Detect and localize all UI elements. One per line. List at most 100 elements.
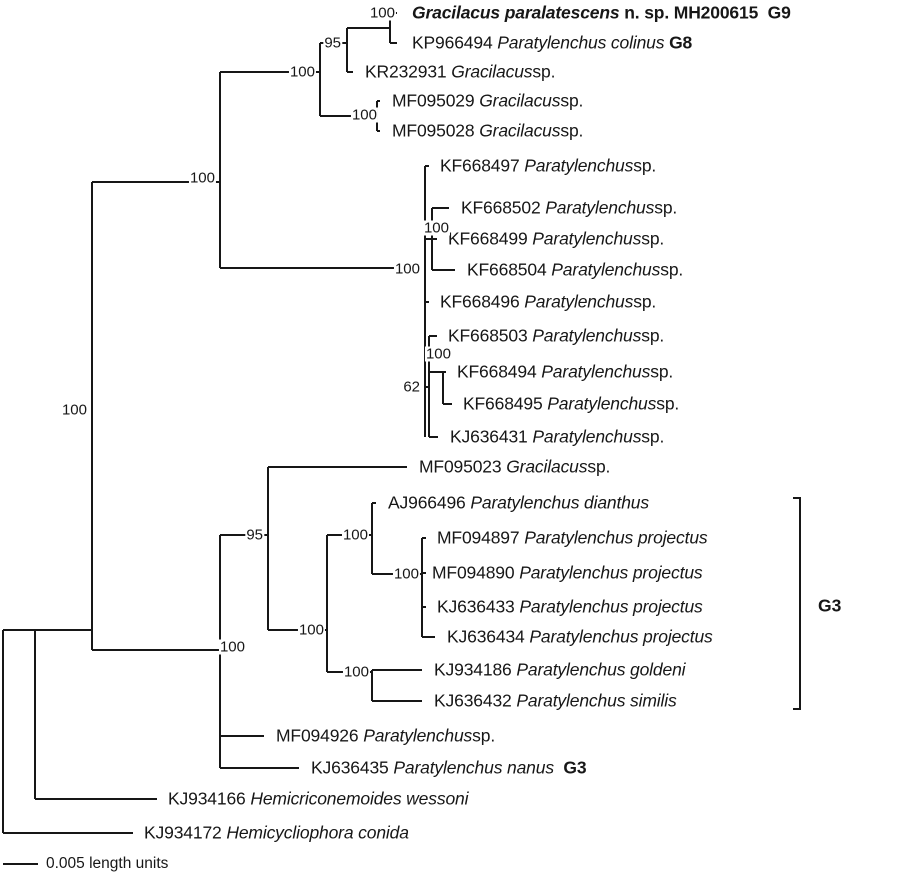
tip-suffix-KF668494: sp. xyxy=(650,361,674,382)
tip-label-KF668495: KF668495 Paratylenchussp. xyxy=(463,395,679,413)
tip-label-MF094926: MF094926 Paratylenchussp. xyxy=(276,727,495,745)
tip-accession-KF668495: KF668495 xyxy=(463,393,543,414)
tip-species-MF094890: Paratylenchus projectus xyxy=(519,562,703,583)
tip-accession-KF668504: KF668504 xyxy=(467,259,547,280)
tip-species-KR232931: Gracilacus xyxy=(451,61,533,82)
tip-accession-KF668502: KF668502 xyxy=(461,197,541,218)
tip-accession-KP966494: KP966494 xyxy=(412,32,493,53)
tip-suffix-KJ636431: sp. xyxy=(641,426,665,447)
tip-species-MF095028: Gracilacus xyxy=(479,120,561,141)
group-tag-G8: G8 xyxy=(669,32,693,53)
tip-label-MF095028: MF095028 Gracilacussp. xyxy=(392,122,583,140)
tip-label-KJ636432: KJ636432 Paratylenchus similis xyxy=(434,692,677,710)
tip-suffix-MF095028: sp. xyxy=(560,120,584,141)
tip-accession-KF668499: KF668499 xyxy=(448,228,528,249)
tip-species-KJ934186: Paratylenchus goldeni xyxy=(516,659,686,680)
bootstrap-value-95-lower: 95 xyxy=(245,526,264,544)
bracket-label-G3: G3 xyxy=(818,595,842,616)
bootstrap-value-100-lower-major: 100 xyxy=(218,638,246,656)
tip-accession-MF095028: MF095028 xyxy=(392,120,475,141)
tip-accession-KJ934172: KJ934172 xyxy=(144,822,222,843)
bootstrap-value-100-ingroup: 100 xyxy=(60,401,88,419)
tip-accession-MF094897: MF094897 xyxy=(437,527,520,548)
tip-species-KF668497: Paratylenchus xyxy=(524,155,634,176)
tip-species-KJ636431: Paratylenchus xyxy=(532,426,642,447)
tip-suffix-KF668503: sp. xyxy=(641,325,665,346)
bootstrap-value-100-gracilacus-clade: 100 xyxy=(288,63,316,81)
tip-species-KF668502: Paratylenchus xyxy=(545,197,655,218)
tip-label-KR232931: KR232931 Gracilacussp. xyxy=(365,63,555,81)
tip-label-KJ934186: KJ934186 Paratylenchus goldeni xyxy=(434,659,686,680)
tip-label-MF095029: MF095029 Gracilacussp. xyxy=(392,92,583,110)
tip-label-KJ636435: KJ636435 Paratylenchus nanus G3 xyxy=(311,757,587,778)
tip-species-MF095029: Gracilacus xyxy=(479,90,561,111)
tip-species-KF668494: Paratylenchus xyxy=(541,361,651,382)
tip-accession-MH200615: MH200615 xyxy=(673,2,759,23)
tip-accession-KJ636431: KJ636431 xyxy=(450,426,528,447)
tip-label-KJ636433: KJ636433 Paratylenchus projectus xyxy=(437,598,703,616)
tip-label-MF095023: MF095023 Gracilacussp. xyxy=(419,458,610,476)
tip-suffix-KF668499: sp. xyxy=(641,228,665,249)
tip-accession-KJ636432: KJ636432 xyxy=(434,690,512,711)
tip-species-KJ636435: Paratylenchus nanus xyxy=(393,757,554,778)
tip-label-KF668503: KF668503 Paratylenchussp. xyxy=(448,327,664,345)
group-tag-G3-nanus: G3 xyxy=(563,757,587,778)
tip-label-KF668496: KF668496 Paratylenchussp. xyxy=(440,293,656,311)
bootstrap-value-100-kf502-group: 100 xyxy=(422,219,450,237)
bootstrap-value-paralatescens-colinus: 100 xyxy=(368,4,396,22)
tip-suffix-KR232931: sp. xyxy=(532,61,556,82)
tip-species-KJ636434: Paratylenchus projectus xyxy=(529,626,713,647)
tip-species-MF095023: Gracilacus xyxy=(506,456,588,477)
tip-accession-KJ636435: KJ636435 xyxy=(311,757,389,778)
tip-suffix-KF668496: sp. xyxy=(633,291,657,312)
tip-suffix-KF668497: sp. xyxy=(633,155,657,176)
tip-accession-KJ934186: KJ934186 xyxy=(434,659,512,680)
tip-suffix-KF668504: sp. xyxy=(660,259,684,280)
tip-accession-KF668496: KF668496 xyxy=(440,291,520,312)
tip-species-KP966494: Paratylenchus colinus xyxy=(497,32,665,53)
tip-accession-MF094926: MF094926 xyxy=(276,725,359,746)
tip-accession-KJ636434: KJ636434 xyxy=(447,626,525,647)
tip-label-KJ636431: KJ636431 Paratylenchussp. xyxy=(450,428,664,446)
tip-label-KJ934172: KJ934172 Hemicycliophora conida xyxy=(144,824,409,842)
tip-accession-AJ966496: AJ966496 xyxy=(388,492,466,513)
tip-accession-KJ636433: KJ636433 xyxy=(437,596,515,617)
tip-species-KJ934166: Hemicriconemoides wessoni xyxy=(250,788,469,809)
tip-label-KF668502: KF668502 Paratylenchussp. xyxy=(461,199,677,217)
tip-label-KF668494: KF668494 Paratylenchussp. xyxy=(457,363,673,381)
tip-label-KF668504: KF668504 Paratylenchussp. xyxy=(467,261,683,279)
tip-suffix-MF095029: sp. xyxy=(560,90,584,111)
g3-bracket xyxy=(793,497,801,710)
bootstrap-value-100-goldeni-similis: 100 xyxy=(342,663,370,681)
bootstrap-value-100-kf-clade: 100 xyxy=(393,260,421,278)
group-tag-G9: G9 xyxy=(767,2,791,23)
tip-species-MF094926: Paratylenchus xyxy=(363,725,473,746)
scale-bar-label: 0.005 length units xyxy=(46,855,169,872)
bootstrap-value-100-mf095-pair: 100 xyxy=(350,106,378,124)
tip-species-KJ636432: Paratylenchus similis xyxy=(516,690,677,711)
tip-label-AJ966496: AJ966496 Paratylenchus dianthus xyxy=(388,494,649,512)
tip-species-KF668495: Paratylenchus xyxy=(547,393,657,414)
tip-label-KJ934166: KJ934166 Hemicriconemoides wessoni xyxy=(168,790,468,808)
tip-accession-MF094890: MF094890 xyxy=(432,562,515,583)
bootstrap-value-100-lower100: 100 xyxy=(297,621,325,639)
tip-accession-MF095023: MF095023 xyxy=(419,456,502,477)
bootstrap-value-95-gracilacus: 95 xyxy=(323,34,342,52)
tip-label-KJ636434: KJ636434 Paratylenchus projectus xyxy=(447,628,713,646)
tip-accession-KF668503: KF668503 xyxy=(448,325,528,346)
tip-label-KF668497: KF668497 Paratylenchussp. xyxy=(440,157,656,175)
tip-label-MF094890: MF094890 Paratylenchus projectus xyxy=(432,564,703,582)
tip-accession-MF095029: MF095029 xyxy=(392,90,475,111)
tip-label-MH200615: Gracilacus paralatescens n. sp. MH200615… xyxy=(412,4,791,22)
tip-suffix-MF095023: sp. xyxy=(587,456,611,477)
tip-suffix-KF668495: sp. xyxy=(656,393,680,414)
bootstrap-value-100-projectus: 100 xyxy=(392,565,420,583)
tip-suffix-KF668502: sp. xyxy=(654,197,678,218)
tip-species-KJ636433: Paratylenchus projectus xyxy=(519,596,703,617)
tip-species-KF668503: Paratylenchus xyxy=(532,325,642,346)
bootstrap-value-100-kf494-pair: 100 xyxy=(424,345,452,363)
bootstrap-value-100-dianthus-grp: 100 xyxy=(341,526,369,544)
tip-label-KF668499: KF668499 Paratylenchussp. xyxy=(448,230,664,248)
